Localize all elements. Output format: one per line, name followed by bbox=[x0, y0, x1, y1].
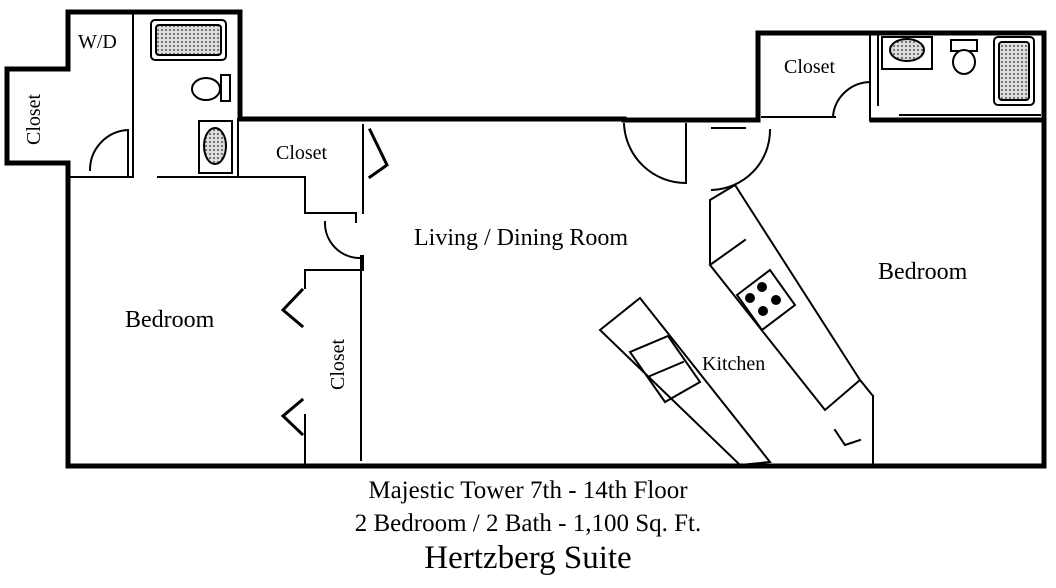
kitchen-label: Kitchen bbox=[702, 353, 765, 375]
kitchen-counter-stove bbox=[708, 183, 862, 412]
closet-wall bbox=[304, 255, 362, 467]
door-closet-left bbox=[323, 220, 362, 260]
closet-center-label: Closet bbox=[276, 142, 328, 164]
door-right-bedroom bbox=[710, 128, 772, 192]
toilet-tank-left bbox=[220, 74, 231, 102]
kitchen-lower-wall bbox=[833, 378, 875, 447]
kitchen-counter-island bbox=[598, 296, 772, 467]
caption-floors: Majestic Tower 7th - 14th Floor bbox=[368, 477, 688, 504]
bifold-left-bedroom-top bbox=[280, 287, 305, 329]
floor-plan: W/D Closet Closet Closet Closet Living /… bbox=[4, 9, 1047, 469]
caption-size: 2 Bedroom / 2 Bath - 1,100 Sq. Ft. bbox=[354, 510, 702, 537]
toilet-bowl-left bbox=[191, 77, 221, 101]
bedroom-right-label: Bedroom bbox=[878, 259, 968, 285]
closet-right-label: Closet bbox=[784, 56, 836, 78]
door-entry bbox=[622, 122, 688, 185]
door-bath-left bbox=[88, 128, 130, 176]
caption-title: Hertzberg Suite bbox=[424, 540, 632, 576]
bifold-center-closet bbox=[367, 127, 389, 180]
living-dining-label: Living / Dining Room bbox=[414, 225, 628, 251]
stove-burners bbox=[745, 282, 781, 316]
wd-label: W/D bbox=[78, 31, 117, 53]
closet-bedroom-left-label: Closet bbox=[327, 338, 349, 390]
bath-wall bbox=[67, 13, 357, 223]
right-closet-wall bbox=[761, 35, 1041, 121]
closet-left-label: Closet bbox=[23, 93, 45, 145]
door-right-closet bbox=[831, 80, 872, 118]
exterior-wall bbox=[4, 9, 1047, 469]
toilet-bowl-right bbox=[952, 49, 976, 75]
bedroom-left-label: Bedroom bbox=[125, 307, 215, 333]
right-bedroom-wall bbox=[685, 123, 874, 467]
kitchen-sink-divider bbox=[648, 360, 685, 378]
stove bbox=[735, 268, 797, 332]
bifold-left-bedroom-bottom bbox=[280, 397, 305, 437]
